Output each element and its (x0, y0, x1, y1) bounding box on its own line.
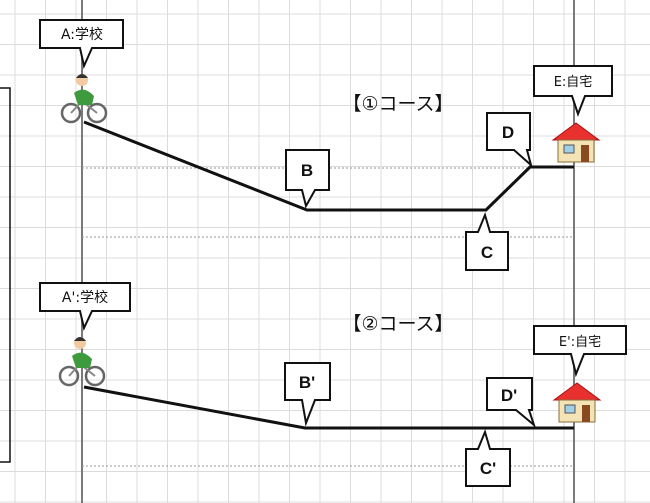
callout-e-label: E:自宅 (554, 75, 593, 90)
callout-a-label: A:学校 (61, 26, 103, 43)
callout-d: D (486, 112, 533, 168)
callout-a-prime-label: A':学校 (62, 289, 108, 306)
callout-b-prime-label: B' (299, 373, 315, 392)
callout-b-label: B (301, 161, 313, 180)
callout-d-prime: D' (486, 377, 537, 429)
course1-route (83, 120, 574, 212)
callout-a: A:学校 (39, 19, 124, 70)
course2-title: 【②コース】 (342, 313, 453, 335)
left-bracket (0, 87, 11, 463)
callout-d-label: D (502, 123, 514, 142)
course1-title: 【①コース】 (342, 93, 453, 115)
course2-route (83, 385, 574, 430)
callout-b-prime: B' (284, 362, 331, 427)
callout-c-prime-label: C' (480, 459, 496, 478)
bicycle-rider-icon (58, 337, 106, 387)
house-icon (552, 382, 602, 423)
callout-e-prime: E':自宅 (533, 325, 627, 378)
bicycle-rider-icon (60, 74, 108, 124)
callout-e-prime-label: E':自宅 (559, 335, 601, 350)
callout-c: C (465, 211, 509, 271)
callout-d-prime-label: D' (501, 386, 517, 405)
house-icon (551, 122, 601, 163)
callout-e: E:自宅 (533, 65, 613, 117)
callout-a-prime: A':学校 (39, 282, 131, 332)
callout-c-prime: C' (465, 428, 511, 487)
callout-b: B (285, 149, 330, 209)
callout-c-label: C (481, 243, 493, 262)
